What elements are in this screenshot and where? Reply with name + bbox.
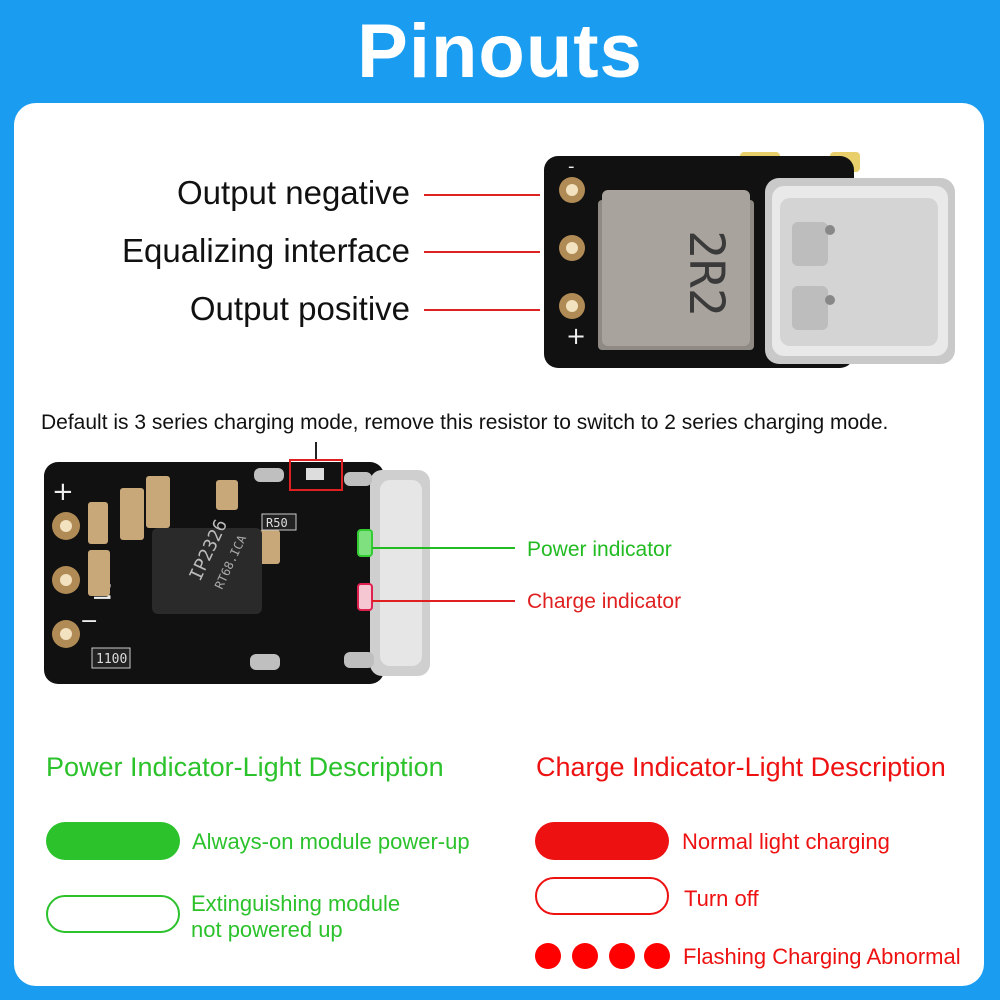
resistor-1100: 1100 bbox=[96, 652, 127, 667]
board-top-image: + - 2R2 bbox=[544, 152, 955, 368]
inductor-marking: 2R2 bbox=[678, 230, 734, 317]
power-on-pill bbox=[46, 822, 180, 860]
power-led bbox=[357, 529, 373, 557]
charge-off-pill bbox=[535, 877, 669, 915]
charge-indicator-line bbox=[372, 600, 515, 602]
mode-note: Default is 3 series charging mode, remov… bbox=[41, 411, 889, 434]
svg-text:-: - bbox=[568, 156, 575, 177]
charge-led bbox=[357, 583, 373, 611]
pcb-plus: + bbox=[52, 477, 74, 507]
charge-row-3-text: Flashing Charging Abnormal bbox=[683, 944, 961, 969]
page-title: Pinouts bbox=[357, 9, 643, 94]
plus-marking: + bbox=[566, 322, 586, 350]
flash-dot bbox=[535, 943, 561, 969]
flash-dot bbox=[609, 943, 635, 969]
pin-label-output-negative: Output negative bbox=[177, 174, 410, 211]
charge-row-1-text: Normal light charging bbox=[682, 829, 890, 854]
leader-line bbox=[424, 309, 540, 311]
resistor-r50: R50 bbox=[266, 516, 288, 530]
power-section-heading: Power Indicator-Light Description bbox=[46, 752, 444, 782]
power-off-pill bbox=[46, 895, 180, 933]
charge-on-pill bbox=[535, 822, 669, 860]
power-row-1-text: Always-on module power-up bbox=[192, 829, 470, 854]
power-row-2-text-line1: Extinguishing module bbox=[191, 891, 401, 916]
board-bottom-image: + M − IP2326 RT68.ICA R50 1100 bbox=[44, 442, 430, 684]
power-indicator-line bbox=[372, 547, 515, 549]
resistor-highlight bbox=[289, 459, 343, 491]
flash-dot bbox=[644, 943, 670, 969]
power-row-2-text-line2: not powered up bbox=[191, 917, 343, 942]
pin-label-equalizing: Equalizing interface bbox=[121, 232, 410, 269]
power-indicator-label: Power indicator bbox=[527, 538, 672, 561]
charge-indicator-label: Charge indicator bbox=[527, 590, 682, 613]
charge-row-2-text: Turn off bbox=[684, 886, 759, 911]
leader-line bbox=[424, 194, 540, 196]
pcb-minus: − bbox=[80, 609, 98, 634]
charge-section-heading: Charge Indicator-Light Description bbox=[536, 752, 946, 782]
pin-label-output-positive: Output positive bbox=[189, 290, 410, 327]
leader-line bbox=[424, 251, 540, 253]
flash-dot bbox=[572, 943, 598, 969]
